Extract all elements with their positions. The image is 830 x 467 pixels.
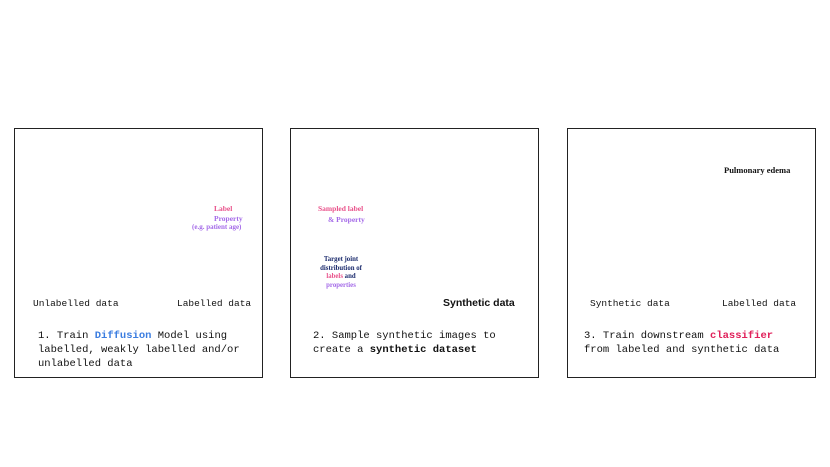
labelled-data-label: Labelled data bbox=[177, 298, 252, 309]
panel-1-caption: 1. Train Diffusion Model using labelled,… bbox=[38, 330, 240, 370]
output-class-label: Pulmonary edema bbox=[724, 165, 791, 175]
diffusion-highlight: Diffusion bbox=[94, 330, 152, 342]
label-legend: Label bbox=[214, 204, 233, 213]
property-example: (e.g. patient age) bbox=[192, 223, 242, 231]
panel-train-diffusion bbox=[14, 128, 263, 378]
classifier-highlight: classifier bbox=[710, 330, 774, 342]
synthetic-dataset-highlight: synthetic dataset bbox=[369, 344, 477, 356]
target-distribution-text: Target joint distribution of labels and … bbox=[320, 256, 362, 289]
property-legend: Property bbox=[214, 214, 243, 223]
sampled-label-text: Sampled label bbox=[318, 204, 364, 213]
synthetic-data-label: Synthetic data bbox=[443, 297, 515, 309]
panel-train-classifier bbox=[567, 128, 816, 378]
synthetic-data-label: Synthetic data bbox=[590, 298, 670, 309]
panel-3-caption: 3. Train downstream classifier from labe… bbox=[584, 330, 780, 356]
unlabelled-data-label: Unlabelled data bbox=[33, 298, 119, 309]
panel-2-caption: 2. Sample synthetic images to create a s… bbox=[313, 330, 496, 356]
and-property-text: & Property bbox=[328, 215, 365, 224]
panel-sample-synthetic bbox=[290, 128, 539, 378]
labelled-data-label: Labelled data bbox=[722, 298, 797, 309]
